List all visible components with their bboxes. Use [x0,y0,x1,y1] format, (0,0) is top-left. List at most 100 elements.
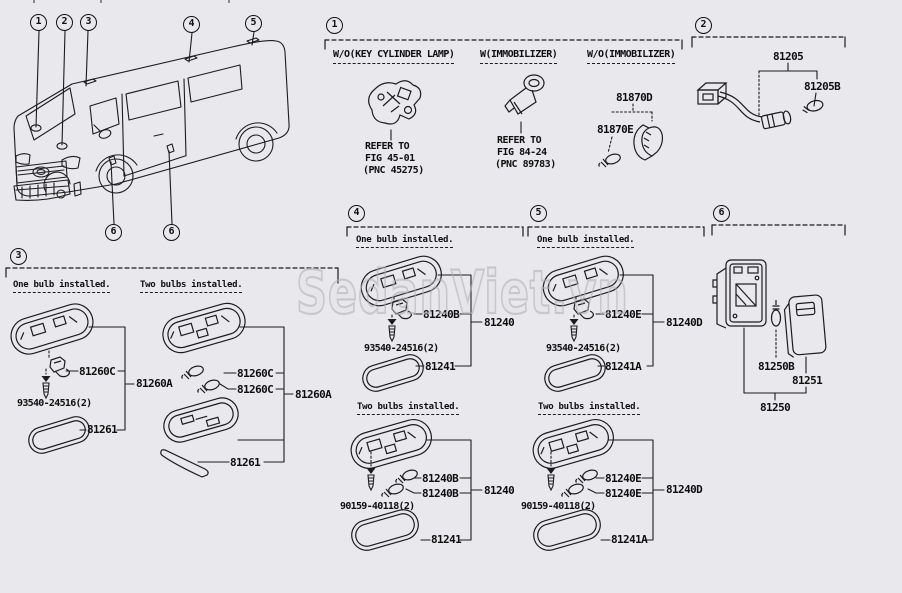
s4-one-assembly-label: 81240 [484,316,515,329]
callout-2[interactable]: 2 [56,14,73,31]
callout-3[interactable]: 3 [80,14,97,31]
van-front-wheel [95,154,138,194]
s4-one-bulb-heading: One bulb installed. [356,235,454,248]
lamp-lens-drawing [362,354,424,392]
van-side-windows [89,64,243,135]
screw-icon [569,319,579,343]
s4-two-bulb2-label: 81240B [422,487,459,500]
s5-two-bulbs-heading: Two bulbs installed. [538,402,641,415]
bulb-icon [575,469,598,484]
s6-bulb-label: 81250B [758,360,795,373]
van-illustration [13,37,290,201]
section2-leaders [758,62,818,118]
s1-v1-refer-line2: FIG 45-01 [365,153,415,164]
section6-callout[interactable]: 6 [713,205,730,222]
section4-leaders [370,274,483,541]
van-headlamps [15,153,81,170]
festoon-bulb-icon [770,300,782,327]
s3-two-assembly-label: 81260A [295,388,332,401]
s1-v2-refer-line2: FIG 84-24 [497,147,547,158]
s5-two-screw-label: 90159-40118(2) [521,501,596,512]
van-door-lines [121,78,187,177]
dome-lamp-housing [542,255,624,307]
bulb-icon [561,483,584,498]
lamp-lens-drawing [163,397,239,443]
s4-one-socket-label: 81240B [423,308,460,321]
section6-leaders [743,327,807,401]
dome-lamp-housing [532,419,614,469]
callout-6b[interactable]: 6 [163,224,180,241]
s4-two-assembly-label: 81240 [484,484,515,497]
screw-icon [366,468,376,492]
screw-icon [387,319,397,343]
lamp-lens-drawing [28,416,90,454]
trim-strip-drawing [160,449,209,478]
s1-variant3-title: W/O(IMMOBILIZER) [587,49,676,64]
courtesy-lamp-housing [712,259,767,329]
s4-two-screw-label: 90159-40118(2) [340,501,415,512]
s6-assembly-label: 81250 [760,401,791,414]
callout-1[interactable]: 1 [30,14,47,31]
callout-6a[interactable]: 6 [105,224,122,241]
dome-lamp-housing [360,255,442,307]
section5-leaders [550,274,665,541]
s4-one-lens-label: 81241 [425,360,456,373]
callout-4[interactable]: 4 [183,16,200,33]
section-brackets [5,36,846,284]
socket-wire-drawing [696,82,824,130]
s3-one-socket-label: 81260C [79,365,116,378]
bulb-socket-drawing [49,356,70,378]
s4-two-bulbs-heading: Two bulbs installed. [357,402,460,415]
s5-one-assembly-label: 81240D [666,316,703,329]
s5-two-bulb2-label: 81240E [605,487,642,500]
s1-v2-refer-line3: (PNC 89783) [495,159,556,170]
section1-callout[interactable]: 1 [326,17,343,34]
s3-one-assembly-label: 81260A [136,377,173,390]
dome-lamp-housing [162,302,246,354]
s5-two-lens-label: 81241A [611,533,648,546]
bulb-icon [181,365,204,380]
page-edge-artifact [228,0,230,3]
section1-leaders [390,103,653,154]
s5-two-assembly-label: 81240D [666,483,703,496]
page-edge-artifact [33,0,35,3]
s3-two-bulbs-heading: Two bulbs installed. [140,280,243,293]
van-inner-wheel [43,171,71,193]
lamp-lens-drawing [544,354,606,392]
bulb-icon [598,153,621,168]
screw-icon [546,468,556,492]
section3-leaders [45,326,294,463]
s4-two-lens-label: 81241 [431,533,462,546]
s1-bulb-label: 81870E [597,123,634,136]
bulb-icon [802,99,824,114]
s1-v1-refer-line1: REFER TO [365,141,410,152]
s1-v1-refer-line3: (PNC 45275) [363,165,424,176]
callout-5[interactable]: 5 [245,15,262,32]
s4-two-bulb1-label: 81240B [422,472,459,485]
s3-two-bulb2-label: 81260C [237,383,274,396]
section5-callout[interactable]: 5 [530,205,547,222]
page-edge-artifact [100,0,102,3]
section4-callout[interactable]: 4 [348,205,365,222]
bulb-socket-drawing [573,298,594,320]
s3-one-screw-label: 93540-24516(2) [17,398,92,409]
van-fog-lamp [56,189,66,199]
lamp-retainer-drawing [633,124,664,161]
s5-one-screw-label: 93540-24516(2) [546,343,621,354]
van-rear-wheel [235,122,278,162]
s5-one-socket-label: 81240E [605,308,642,321]
screw-icon [41,376,51,400]
van-callout-leader-lines [35,30,255,225]
immobilizer-drawing [504,74,545,115]
van-door-handle [153,133,164,137]
dome-lamp-housing [10,303,94,355]
section3-callout[interactable]: 3 [10,248,27,265]
courtesy-lamp-lens [783,294,827,358]
dome-lamp-housing [350,419,432,469]
van-bumper [13,179,71,201]
s5-one-lens-label: 81241A [605,360,642,373]
section2-callout[interactable]: 2 [695,17,712,34]
key-cylinder-lamp-drawing [368,80,422,125]
s4-one-screw-label: 93540-24516(2) [364,343,439,354]
